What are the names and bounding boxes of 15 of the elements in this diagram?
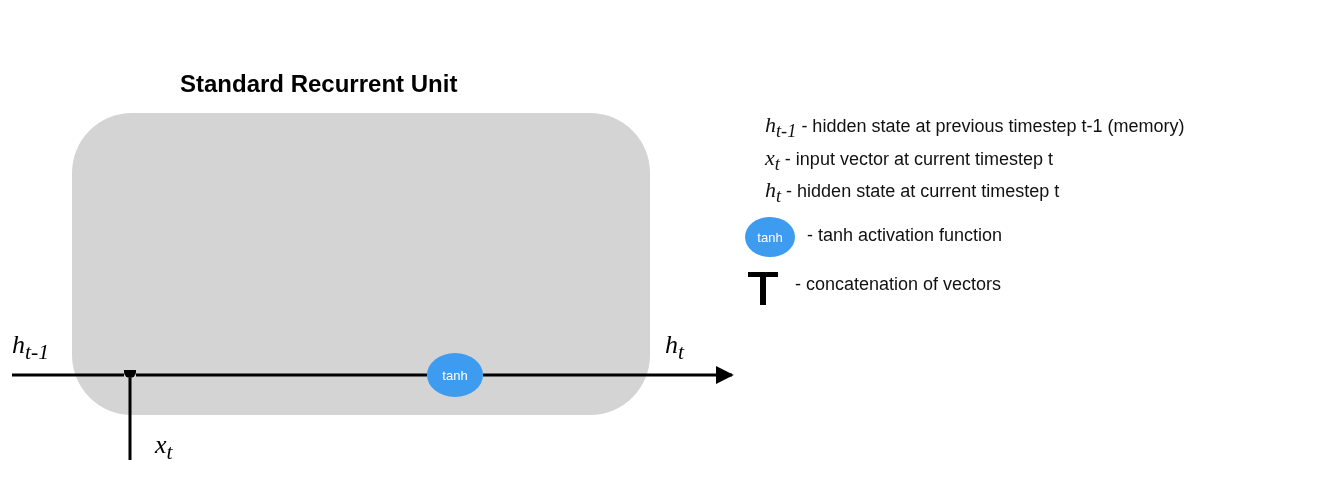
tanh-legend-symbol: tanh [745,217,795,257]
legend-text: - concatenation of vectors [795,274,1002,295]
state-label: h$_{t-1}$ [12,330,50,366]
input-label: x$_{t}$ [155,430,173,466]
tanh-activation-circle: tanh [427,353,483,397]
diagram-title: Standard Recurrent Unit [180,70,458,98]
arrow [483,366,734,384]
legend-text: h$_{t-1}$ - hidden state at previous timestep t-1 (memory) [765,112,1185,143]
concatenation-junction [124,370,136,378]
legend-text: x$_{t}$ - input vector at current timestep t [765,145,1053,176]
state-label: h$_{t}$ [665,330,685,366]
legend-text: h$_{t}$ - hidden state at current timestep t [765,177,1060,208]
input-line [128,378,132,460]
recurrent-unit-box [72,113,650,415]
legend-text: - tanh activation function [807,225,1003,246]
